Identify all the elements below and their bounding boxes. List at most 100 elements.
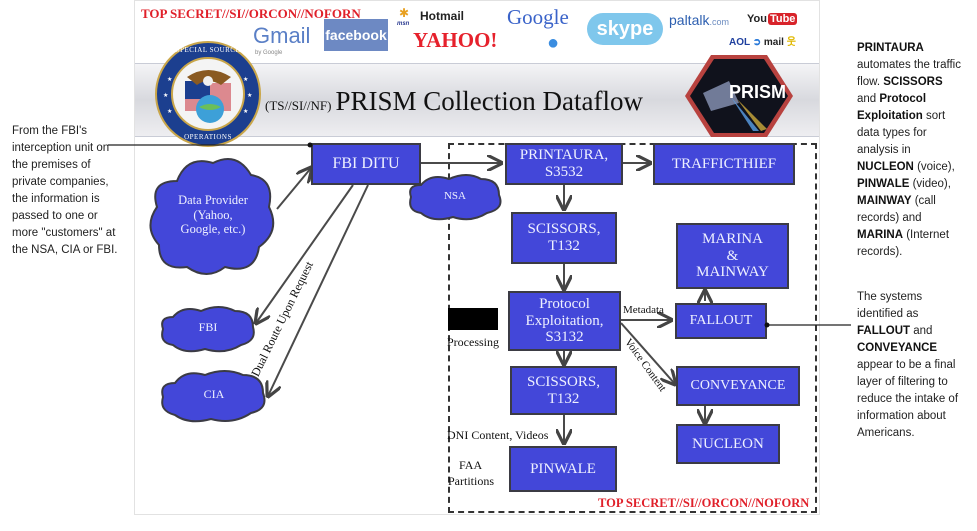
label-faa-line2: Partitions xyxy=(448,474,495,488)
node-marina-mainway: MARINA&MAINWAY xyxy=(676,223,789,289)
ann-fallout: FALLOUT xyxy=(857,325,911,337)
fbi-label: FBI xyxy=(198,320,218,335)
seal-icon: ★★ ★★ ★★ xyxy=(155,41,261,147)
cloud-shape xyxy=(161,306,255,353)
scissors1-line2: T132 xyxy=(548,238,580,254)
edge-ditu-to-cia xyxy=(268,184,369,396)
gmail-logo: Gmail xyxy=(253,23,311,48)
aol-mail-logo: AOL ➲ mail 웃 xyxy=(729,38,796,48)
cloud-nsa: NSA xyxy=(407,171,503,221)
annotation-left: From the FBI's interception unit on the … xyxy=(12,125,118,256)
cloud-shape xyxy=(409,174,502,221)
ann-text: (video), xyxy=(909,178,951,190)
ann-text: and xyxy=(910,325,933,337)
classification-top: TOP SECRET//SI//ORCON//NOFORN xyxy=(141,6,361,21)
youtube-tube: Tube xyxy=(767,13,798,25)
edge-ditu-to-fbi xyxy=(256,184,354,323)
ann-text: (Internet records). xyxy=(857,229,950,258)
label-processing: Processing xyxy=(447,335,499,349)
svg-text:★: ★ xyxy=(167,108,172,115)
aol-arrow-icon: ➲ xyxy=(752,37,762,48)
hotmail-logo: Hotmail xyxy=(420,9,465,23)
paltalk-name: paltalk xyxy=(669,12,710,28)
msn-logo: msn xyxy=(397,21,410,27)
edge-provider-to-ditu xyxy=(276,168,311,210)
aim-running-man-icon: 웃 xyxy=(786,37,796,48)
ann-mainway: MAINWAY xyxy=(857,195,912,207)
nsa-label: NSA xyxy=(443,189,466,202)
yahoo-logo: YAHOO! xyxy=(413,28,498,52)
node-scissors-1: SCISSORS,T132 xyxy=(511,212,617,264)
cloud-shape xyxy=(149,158,275,275)
node-scissors-2: SCISSORS,T132 xyxy=(510,366,617,415)
fallout-label: FALLOUT xyxy=(689,313,753,329)
scissors2-line2: T132 xyxy=(547,390,580,407)
svg-text:★: ★ xyxy=(163,92,168,99)
printaura-line2: S3532 xyxy=(544,164,584,180)
seal-text-bottom: OPERATIONS xyxy=(184,133,232,141)
youtube-you: You xyxy=(747,13,767,25)
node-nucleon: NUCLEON xyxy=(676,424,780,464)
ann-marina: MARINA xyxy=(857,229,903,241)
ann-text: and xyxy=(857,93,880,105)
gmail-sub: by Google xyxy=(255,50,283,56)
prism-logo-text: PRISM xyxy=(729,82,787,102)
ann-conveyance: CONVEYANCE xyxy=(857,342,938,354)
protocol-line1: Protocol xyxy=(539,295,590,312)
protocol-line2: Exploitation, xyxy=(525,312,604,329)
classification-bottom: TOP SECRET//SI//ORCON//NOFORN xyxy=(598,496,810,510)
title-marking: (TS//SI//NF) xyxy=(265,98,332,113)
conveyance-label: CONVEYANCE xyxy=(690,378,786,394)
seal-text-top: SPECIAL SOURCE xyxy=(175,46,241,54)
paltalk-suffix: .com xyxy=(709,17,729,27)
svg-text:★: ★ xyxy=(247,92,252,99)
cloud-cia: CIA xyxy=(159,367,269,423)
label-dni-content: DNI Content, Videos xyxy=(447,428,549,442)
node-conveyance: CONVEYANCE xyxy=(676,366,800,406)
label-faa-line1: FAA xyxy=(459,458,483,472)
cloud-shape xyxy=(161,370,266,423)
ann-text: (call records) and xyxy=(857,195,936,224)
protocol-line3: S3132 xyxy=(545,329,584,346)
label-metadata: Metadata xyxy=(623,304,664,316)
ann-text: appear to be a final layer of filtering … xyxy=(857,359,959,439)
ann-pinwale: PINWALE xyxy=(857,178,910,190)
marina-line2: & xyxy=(726,247,739,264)
facebook-logo: facebook xyxy=(324,19,388,51)
ann-nucleon: NUCLEON xyxy=(857,161,914,173)
apple-icon: ● xyxy=(547,32,560,54)
connectors xyxy=(135,1,821,516)
fbi-ditu-label: FBI DITU xyxy=(332,155,400,173)
prism-hexagon-icon xyxy=(685,55,793,137)
node-printaura: PRINTAURA,S3532 xyxy=(505,143,623,185)
ann-text: (voice), xyxy=(913,161,955,173)
node-trafficthief: TRAFFICTHIEF xyxy=(653,143,795,185)
prism-slide: TOP SECRET//SI//ORCON//NOFORN Gmail by G… xyxy=(134,0,820,515)
scissors1-line1: SCISSORS, xyxy=(527,221,601,238)
ann-text: The systems identified as xyxy=(857,291,923,320)
special-source-operations-seal: ★★ ★★ ★★ SPECIAL SOURCE OPERATIONS xyxy=(155,41,261,147)
ann-scissors: SCISSORS xyxy=(883,76,943,88)
slide-title: (TS//SI//NF)PRISM Collection Dataflow xyxy=(265,88,643,115)
cloud-data-provider: Data Provider (Yahoo, Google, etc.) xyxy=(147,151,279,279)
ann-text: sort data types for analysis in xyxy=(857,110,946,156)
ann-text: automates the traffic flow. xyxy=(857,59,961,88)
scissors2-line1: SCISSORS, xyxy=(527,373,600,390)
cia-label: CIA xyxy=(203,387,225,402)
msn-butterfly-icon: ✱ xyxy=(399,6,410,20)
ann-protocol: Protocol Exploitation xyxy=(857,93,927,122)
aol-mail-text: mail xyxy=(763,37,784,48)
svg-text:★: ★ xyxy=(167,76,172,83)
nucleon-label: NUCLEON xyxy=(692,435,764,452)
annotation-right-bottom: The systems identified as FALLOUT and CO… xyxy=(857,289,962,442)
redaction-bar xyxy=(448,308,498,330)
trafficthief-label: TRAFFICTHIEF xyxy=(671,155,777,172)
ann-printaura: PRINTAURA xyxy=(857,42,924,54)
title-text: PRISM Collection Dataflow xyxy=(335,86,643,116)
google-logo: Google xyxy=(507,5,569,29)
printaura-line1: PRINTAURA, xyxy=(519,147,609,164)
cloud-fbi: FBI xyxy=(159,303,257,353)
data-provider-label: Data Provider (Yahoo, Google, etc.) xyxy=(178,193,248,237)
